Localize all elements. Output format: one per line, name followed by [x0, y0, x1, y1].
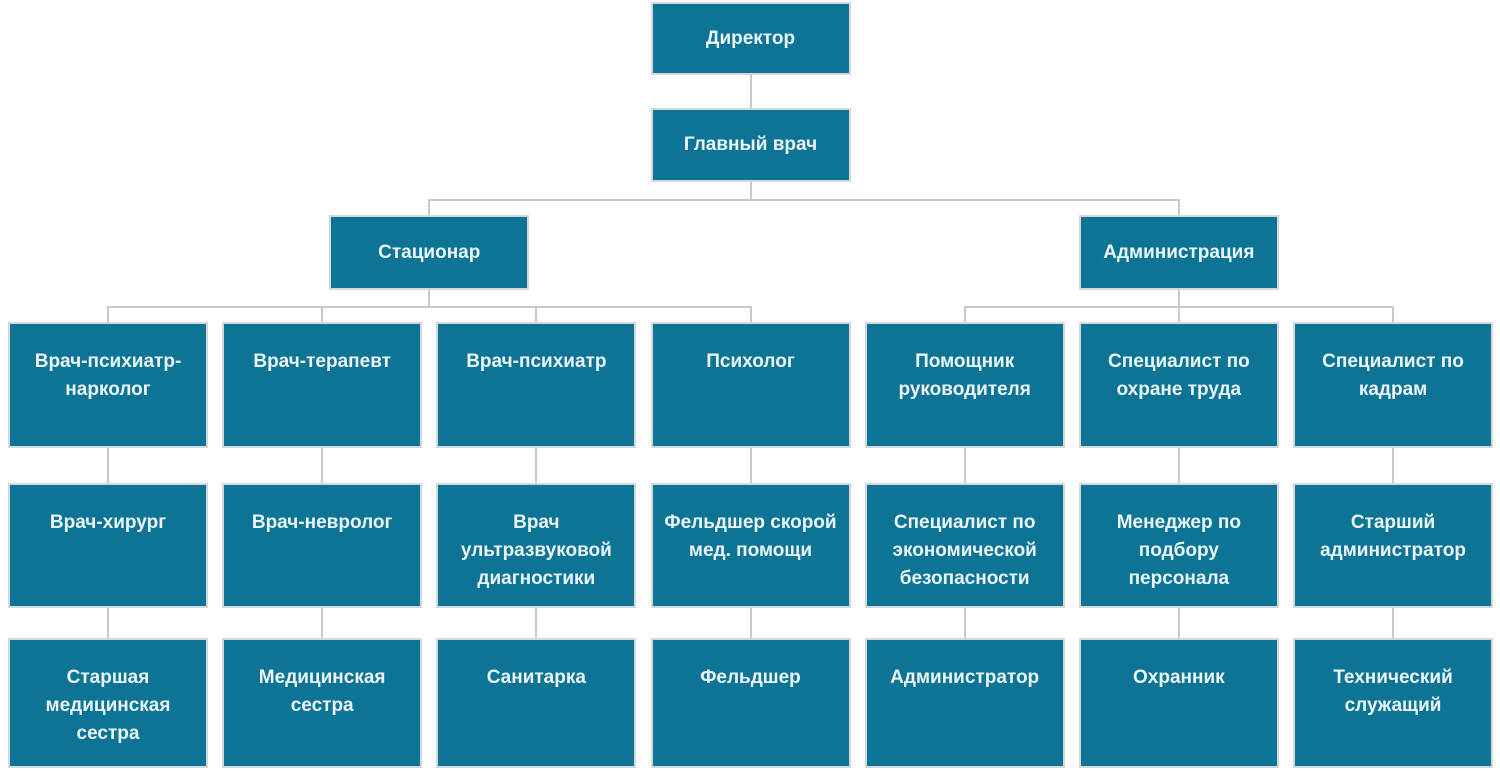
org-node-surgeon: Врач-хирург	[8, 483, 208, 608]
org-node-label: Врач ультразвуковой диагностики	[460, 512, 612, 589]
org-node-nurse: Медицинская сестра	[222, 638, 423, 768]
org-node-label: Психолог	[706, 351, 795, 372]
connector-line	[535, 448, 538, 483]
org-node-label: Главный врач	[683, 134, 818, 155]
org-node-director: Директор	[650, 2, 851, 75]
org-node-label: Стационар	[378, 241, 481, 263]
org-node-ambulance-paramedic: Фельдшер скорой мед. помощи	[650, 483, 851, 608]
connector-line	[107, 448, 109, 483]
connector-line	[428, 290, 431, 306]
connector-line	[963, 306, 966, 322]
org-node-label: Старшая медицинская сестра	[45, 667, 171, 744]
org-node-label: Врач-терапевт	[253, 351, 391, 372]
org-node-label: Охранник	[1133, 667, 1225, 688]
org-node-label: Менеджер по подбору персонала	[1116, 512, 1241, 589]
connector-line	[963, 608, 966, 638]
connector-line	[535, 608, 538, 638]
org-node-label: Санитарка	[486, 667, 586, 688]
org-node-label: Помощник руководителя	[898, 351, 1031, 400]
connector-line	[1177, 306, 1180, 322]
org-node-label: Врач-невролог	[251, 512, 393, 533]
org-node-hr-specialist: Специалист по кадрам	[1293, 322, 1494, 448]
org-node-psychiatrist: Врач-психиатр	[436, 322, 637, 448]
org-node-label: Директор	[705, 27, 796, 49]
org-node-label: Администратор	[890, 667, 1040, 688]
connector-line	[1177, 290, 1180, 306]
org-node-head-nurse: Старшая медицинская сестра	[8, 638, 208, 768]
org-node-label: Специалист по охране труда	[1108, 351, 1250, 400]
org-node-ultrasound-doctor: Врач ультразвуковой диагностики	[436, 483, 637, 608]
org-node-label: Администрация	[1103, 241, 1255, 263]
org-node-label: Старший администратор	[1320, 512, 1466, 561]
org-node-senior-administrator: Старший администратор	[1293, 483, 1494, 608]
org-node-label: Фельдшер	[700, 667, 801, 688]
connector-line	[749, 306, 752, 322]
org-node-administrator: Администратор	[864, 638, 1065, 768]
org-node-labor-safety-specialist: Специалист по охране труда	[1078, 322, 1279, 448]
org-node-administration: Администрация	[1078, 215, 1279, 290]
org-node-technical-worker: Технический служащий	[1293, 638, 1494, 768]
connector-line	[749, 75, 752, 108]
org-node-psychiatrist-narcologist: Врач-психиатр-нарколог	[8, 322, 208, 448]
connector-line	[428, 199, 431, 215]
org-node-label: Специалист по кадрам	[1322, 351, 1464, 400]
org-node-label: Врач-психиатр	[466, 351, 607, 372]
org-node-orderly: Санитарка	[436, 638, 637, 768]
org-node-security-guard: Охранник	[1078, 638, 1279, 768]
org-node-chief-doctor: Главный врач	[650, 108, 851, 182]
connector-line	[1392, 448, 1395, 483]
connector-line	[107, 306, 752, 308]
connector-line	[107, 306, 109, 322]
connector-line	[749, 182, 752, 199]
connector-line	[1177, 199, 1180, 215]
org-node-therapist: Врач-терапевт	[222, 322, 423, 448]
connector-line	[107, 608, 109, 638]
connector-line	[535, 306, 538, 322]
org-node-inpatient-dept: Стационар	[329, 215, 530, 290]
connector-line	[749, 608, 752, 638]
org-node-label: Врач-психиатр-нарколог	[34, 351, 182, 400]
org-node-paramedic: Фельдшер	[650, 638, 851, 768]
connector-line	[963, 448, 966, 483]
connector-line	[1392, 608, 1395, 638]
org-node-label: Технический служащий	[1333, 667, 1453, 716]
org-node-psychologist: Психолог	[650, 322, 851, 448]
org-node-economic-security-specialist: Специалист по экономической безопасности	[864, 483, 1065, 608]
org-node-executive-assistant: Помощник руководителя	[864, 322, 1065, 448]
org-node-label: Медицинская сестра	[258, 667, 386, 716]
org-node-label: Специалист по экономической безопасности	[892, 512, 1037, 589]
connector-line	[321, 448, 324, 483]
connector-line	[749, 448, 752, 483]
connector-line	[321, 608, 324, 638]
org-node-label: Фельдшер скорой мед. помощи	[664, 512, 837, 561]
connector-line	[321, 306, 324, 322]
org-node-label: Врач-хирург	[49, 512, 167, 533]
connector-line	[1392, 306, 1395, 322]
connector-line	[1177, 608, 1180, 638]
org-node-recruiting-manager: Менеджер по подбору персонала	[1078, 483, 1279, 608]
connector-line	[428, 199, 1180, 201]
org-node-neurologist: Врач-невролог	[222, 483, 423, 608]
connector-line	[1177, 448, 1180, 483]
